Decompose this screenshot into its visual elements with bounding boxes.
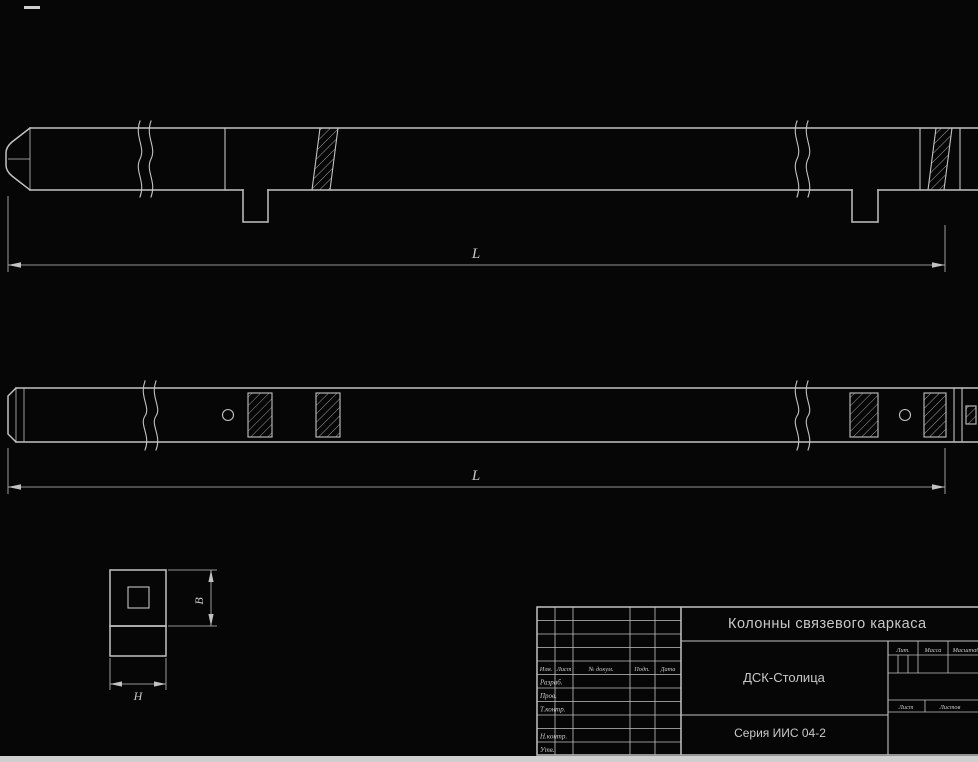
break-line <box>805 120 811 198</box>
break-line <box>153 380 159 451</box>
sheet-label: Лист <box>898 704 914 711</box>
drawing-title: Колонны связевого каркаса <box>728 616 927 632</box>
section-inner-square <box>127 586 150 609</box>
frame-strip-bottom <box>0 756 978 762</box>
dimension-width-B: B <box>168 569 217 627</box>
sheets-label: Листов <box>939 704 961 711</box>
embedded-plate <box>965 405 977 425</box>
break-line <box>148 120 154 198</box>
dim-length-top-label: L <box>471 246 480 262</box>
col-doc-label: № докум. <box>587 666 613 673</box>
dim-arrow <box>932 484 945 490</box>
dim-arrow <box>154 681 166 687</box>
embedded-plate <box>849 392 879 438</box>
break-line <box>794 120 800 198</box>
col-sign-label: Подп. <box>633 666 650 673</box>
title-block-rows <box>537 620 681 743</box>
series-designation: Серия ИИС 04-2 <box>734 726 826 740</box>
title-block-grid-right <box>888 641 978 713</box>
embedded-plate <box>247 392 273 438</box>
col-list-label: Лист <box>556 666 572 673</box>
mass-label: Масса <box>924 647 942 654</box>
hatched-joint <box>927 127 953 191</box>
corbel-right <box>851 189 879 223</box>
col-izm-label: Изм. <box>539 666 552 673</box>
dim-arrow <box>8 484 21 490</box>
dim-arrow <box>8 262 21 268</box>
dimension-length-top: L <box>7 196 946 272</box>
title-block-border <box>536 606 978 756</box>
dim-arrow <box>208 614 214 626</box>
lifting-hole <box>221 408 235 422</box>
column-bottom-view <box>7 380 978 451</box>
lifting-hole <box>898 408 912 422</box>
row-checked-label: Пров. <box>539 692 557 700</box>
embedded-plate <box>923 392 947 438</box>
title-block-columns <box>554 607 656 755</box>
section-outer-square <box>109 569 167 627</box>
row-tcontr-label: Т.контр. <box>540 706 566 714</box>
dim-arrow <box>932 262 945 268</box>
lit-label: Лит. <box>895 647 910 654</box>
title-block: Изм. Лист № докум. Подп. Дата Разраб. Пр… <box>536 606 978 756</box>
dim-width-label: B <box>192 597 206 605</box>
row-approved-label: Утв. <box>540 746 555 754</box>
scale-label: Масштаб <box>952 647 978 654</box>
section-lower-rect <box>109 625 167 657</box>
company-name: ДСК-Столица <box>743 670 826 685</box>
column-tip <box>5 126 32 192</box>
break-line <box>805 380 811 451</box>
frame-mark-top <box>24 6 40 9</box>
break-line <box>142 380 148 451</box>
dimension-length-bottom: L <box>7 448 946 494</box>
embedded-plate <box>315 392 341 438</box>
title-block-partitions <box>680 640 978 756</box>
section-view: B H <box>109 569 217 703</box>
column-top-view <box>5 120 978 223</box>
break-line <box>794 380 800 451</box>
hatched-joint <box>311 127 339 191</box>
dimension-height-H: H <box>109 658 167 703</box>
dim-length-bottom-label: L <box>471 468 480 484</box>
dim-arrow <box>208 570 214 582</box>
dim-arrow <box>110 681 122 687</box>
dim-height-label: H <box>133 689 144 703</box>
corbel-left <box>242 189 269 223</box>
break-line <box>137 120 143 198</box>
column-end-left <box>7 386 18 444</box>
col-date-label: Дата <box>660 666 676 673</box>
row-developed-label: Разраб. <box>539 679 563 687</box>
row-ncontr-label: Н.контр. <box>539 733 567 741</box>
